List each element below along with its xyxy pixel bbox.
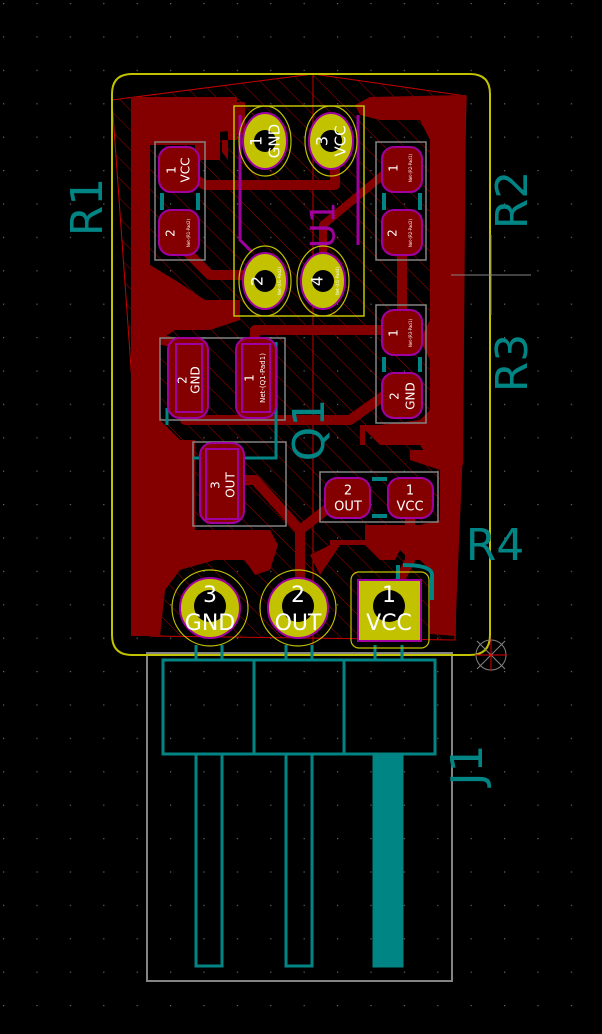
u1-pad-2[interactable]: 2 Net-(U1-Pad2) xyxy=(238,245,292,317)
u1-pad-2-number: 2 xyxy=(248,276,267,286)
origin-marker-icon xyxy=(475,639,507,671)
r2-reference: R2 xyxy=(487,171,538,230)
j1-reference: J1 xyxy=(442,745,493,789)
r1-reference: R1 xyxy=(62,178,113,237)
u1-reference: U1 xyxy=(304,202,344,249)
u1-pad-3[interactable]: 3 VCC xyxy=(304,105,358,177)
crosshair-marker xyxy=(451,235,531,315)
q1-pad-1-number: 1 xyxy=(243,374,257,382)
r1-pad-2[interactable]: 2 Net-(R1-Pad2) xyxy=(158,209,200,256)
u1-pad-2-net: Net-(U1-Pad2) xyxy=(277,266,282,295)
u1-pad-4[interactable]: 4 Net-(U1-Pad4) xyxy=(296,245,350,317)
r3-reference: R3 xyxy=(487,334,538,393)
r3-pad-1[interactable]: 1 Net-(R3-Pad1) xyxy=(381,309,423,356)
u1-pad-3-number: 3 xyxy=(313,136,332,146)
r4-pad-2[interactable]: 2 OUT xyxy=(324,477,371,519)
q1-pad-3-net: OUT xyxy=(224,472,238,498)
r4-pad-1-net: VCC xyxy=(396,500,423,515)
j1-pad-1[interactable]: 1 VCC xyxy=(350,571,430,649)
r2-pad-2-number: 2 xyxy=(386,229,400,237)
u1-pads: 1 GND 3 VCC 2 Net-(U1-Pad2) 4 Net-(U1-Pa… xyxy=(238,105,358,317)
r2-pad-2[interactable]: 2 Net-(R2-Pad2) xyxy=(381,209,423,256)
u1-pad-3-net: VCC xyxy=(332,125,350,156)
r2-footprint: 1 Net-(R2-Pad1) 2 Net-(R2-Pad2) xyxy=(375,141,427,261)
r4-footprint: 2 OUT 1 VCC xyxy=(319,471,439,523)
q1-pad-2[interactable]: 2 GND xyxy=(167,337,209,419)
q1-pad-1-net: Net-(Q1-Pad1) xyxy=(259,353,267,403)
j1-pad-1-net: VCC xyxy=(366,611,412,636)
j1-pad-3[interactable]: 3 GND xyxy=(171,569,249,647)
u1-pad-4-net: Net-(U1-Pad4) xyxy=(335,266,340,295)
r2-pad-1-net: Net-(R2-Pad1) xyxy=(408,154,413,183)
r1-pad-2-number: 2 xyxy=(164,229,178,237)
r1-pad-1-net: VCC xyxy=(179,158,193,183)
u1-pad-1-number: 1 xyxy=(247,136,266,146)
r3-pad-1-number: 1 xyxy=(387,329,401,337)
board-edge xyxy=(111,73,491,656)
r3-pad-2[interactable]: 2 GND xyxy=(381,372,423,419)
j1-pad-3-number: 3 xyxy=(203,583,217,608)
u1-courtyard xyxy=(233,105,365,317)
r4-pad-1[interactable]: 1 VCC xyxy=(387,477,434,519)
q1-reference: Q1 xyxy=(284,399,335,462)
u1-pad-1-net: GND xyxy=(266,124,284,158)
r1-pad-1-number: 1 xyxy=(165,166,179,174)
r4-reference: R4 xyxy=(466,520,525,571)
r4-pad-1-number: 1 xyxy=(406,484,414,499)
r4-pad-2-number: 2 xyxy=(344,484,352,499)
j1-pad-2-number: 2 xyxy=(291,583,305,608)
u1-silkscreen xyxy=(238,115,360,254)
r2-pad-2-net: Net-(R2-Pad2) xyxy=(408,219,413,248)
q1-pad-3[interactable]: 3 OUT xyxy=(199,442,245,524)
q1-pad-2-net: GND xyxy=(189,366,203,394)
r3-pad-2-number: 2 xyxy=(388,392,402,400)
j1-pad-2-net: OUT xyxy=(275,611,322,636)
r1-pad-2-net: Net-(R1-Pad2) xyxy=(186,219,191,248)
r2-pad-1-number: 1 xyxy=(387,164,401,172)
r2-pad-1[interactable]: 1 Net-(R2-Pad1) xyxy=(381,146,423,193)
copper-zone xyxy=(131,95,466,636)
j1-pads: 3 GND 2 OUT 1 VCC xyxy=(171,569,430,649)
j1-pad-3-net: GND xyxy=(185,611,235,636)
q1-pad-2-number: 2 xyxy=(176,376,190,384)
j1-pad-1-number: 1 xyxy=(382,583,396,608)
r3-footprint: 1 Net-(R3-Pad1) 2 GND xyxy=(375,304,427,424)
j1-silkscreen xyxy=(161,645,437,968)
j1-fab-outline xyxy=(146,652,453,982)
r3-pad-1-net: Net-(R3-Pad1) xyxy=(408,319,413,348)
r1-footprint: 1 VCC 2 Net-(R1-Pad2) xyxy=(154,141,206,261)
r1-pad-1[interactable]: 1 VCC xyxy=(158,146,200,193)
u1-pad-1[interactable]: 1 GND xyxy=(238,105,292,177)
r4-pad-2-net: OUT xyxy=(334,500,362,515)
r3-pad-2-net: GND xyxy=(404,382,418,410)
q1-pad-3-number: 3 xyxy=(209,481,223,489)
q1-pad-1[interactable]: 1 Net-(Q1-Pad1) xyxy=(235,337,277,419)
u1-pad-4-number: 4 xyxy=(308,276,327,286)
q1-footprint: 2 GND 1 Net-(Q1-Pad1) 3 OUT xyxy=(159,337,287,527)
j1-pad-2[interactable]: 2 OUT xyxy=(259,569,337,647)
